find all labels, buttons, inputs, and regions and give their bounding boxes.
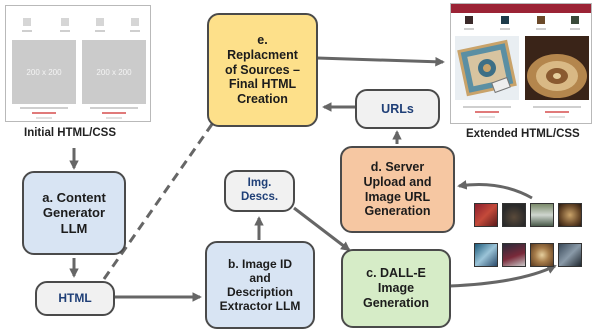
content-generator-llm-box: a. Content Generator LLM xyxy=(22,171,126,255)
extended-webpage-thumbnail xyxy=(450,3,592,124)
image-placeholder-left: 200 x 200 xyxy=(12,40,76,104)
arrow-replacement-to-extended xyxy=(316,56,445,67)
image-descriptions-box: Img. Descs. xyxy=(224,170,295,212)
rug-image-gold xyxy=(525,36,589,100)
arrow-descs-to-dalle xyxy=(293,206,351,252)
generated-image-thumbnail xyxy=(474,243,498,267)
generated-image-thumbnail xyxy=(474,203,498,227)
generated-image-thumbnail xyxy=(502,203,526,227)
server-upload-box: d. Server Upload and Image URL Generatio… xyxy=(340,146,455,233)
arrow-dalle-to-images xyxy=(449,264,557,288)
replacement-final-html-box: e. Replacment of Sources – Final HTML Cr… xyxy=(207,13,318,127)
generated-image-thumbnail xyxy=(558,243,582,267)
arrow-html-to-replacement-dashed xyxy=(102,95,233,280)
generated-image-thumbnail xyxy=(502,243,526,267)
initial-html-caption: Initial HTML/CSS xyxy=(24,127,116,139)
extended-html-caption: Extended HTML/CSS xyxy=(466,128,580,140)
initial-webpage-thumbnail: 200 x 200 200 x 200 xyxy=(5,5,151,122)
urls-box: URLs xyxy=(355,89,440,129)
generated-image-thumbnail xyxy=(558,203,582,227)
dalle-image-generation-box: c. DALL-E Image Generation xyxy=(341,249,451,328)
image-placeholder-right: 200 x 200 xyxy=(82,40,146,104)
generated-image-thumbnail xyxy=(530,243,554,267)
image-id-extractor-llm-box: b. Image ID and Description Extractor LL… xyxy=(205,241,315,329)
arrow-images-to-upload xyxy=(457,180,533,200)
rug-image-blue xyxy=(455,36,519,100)
generated-image-thumbnail xyxy=(530,203,554,227)
html-box: HTML xyxy=(35,281,115,316)
